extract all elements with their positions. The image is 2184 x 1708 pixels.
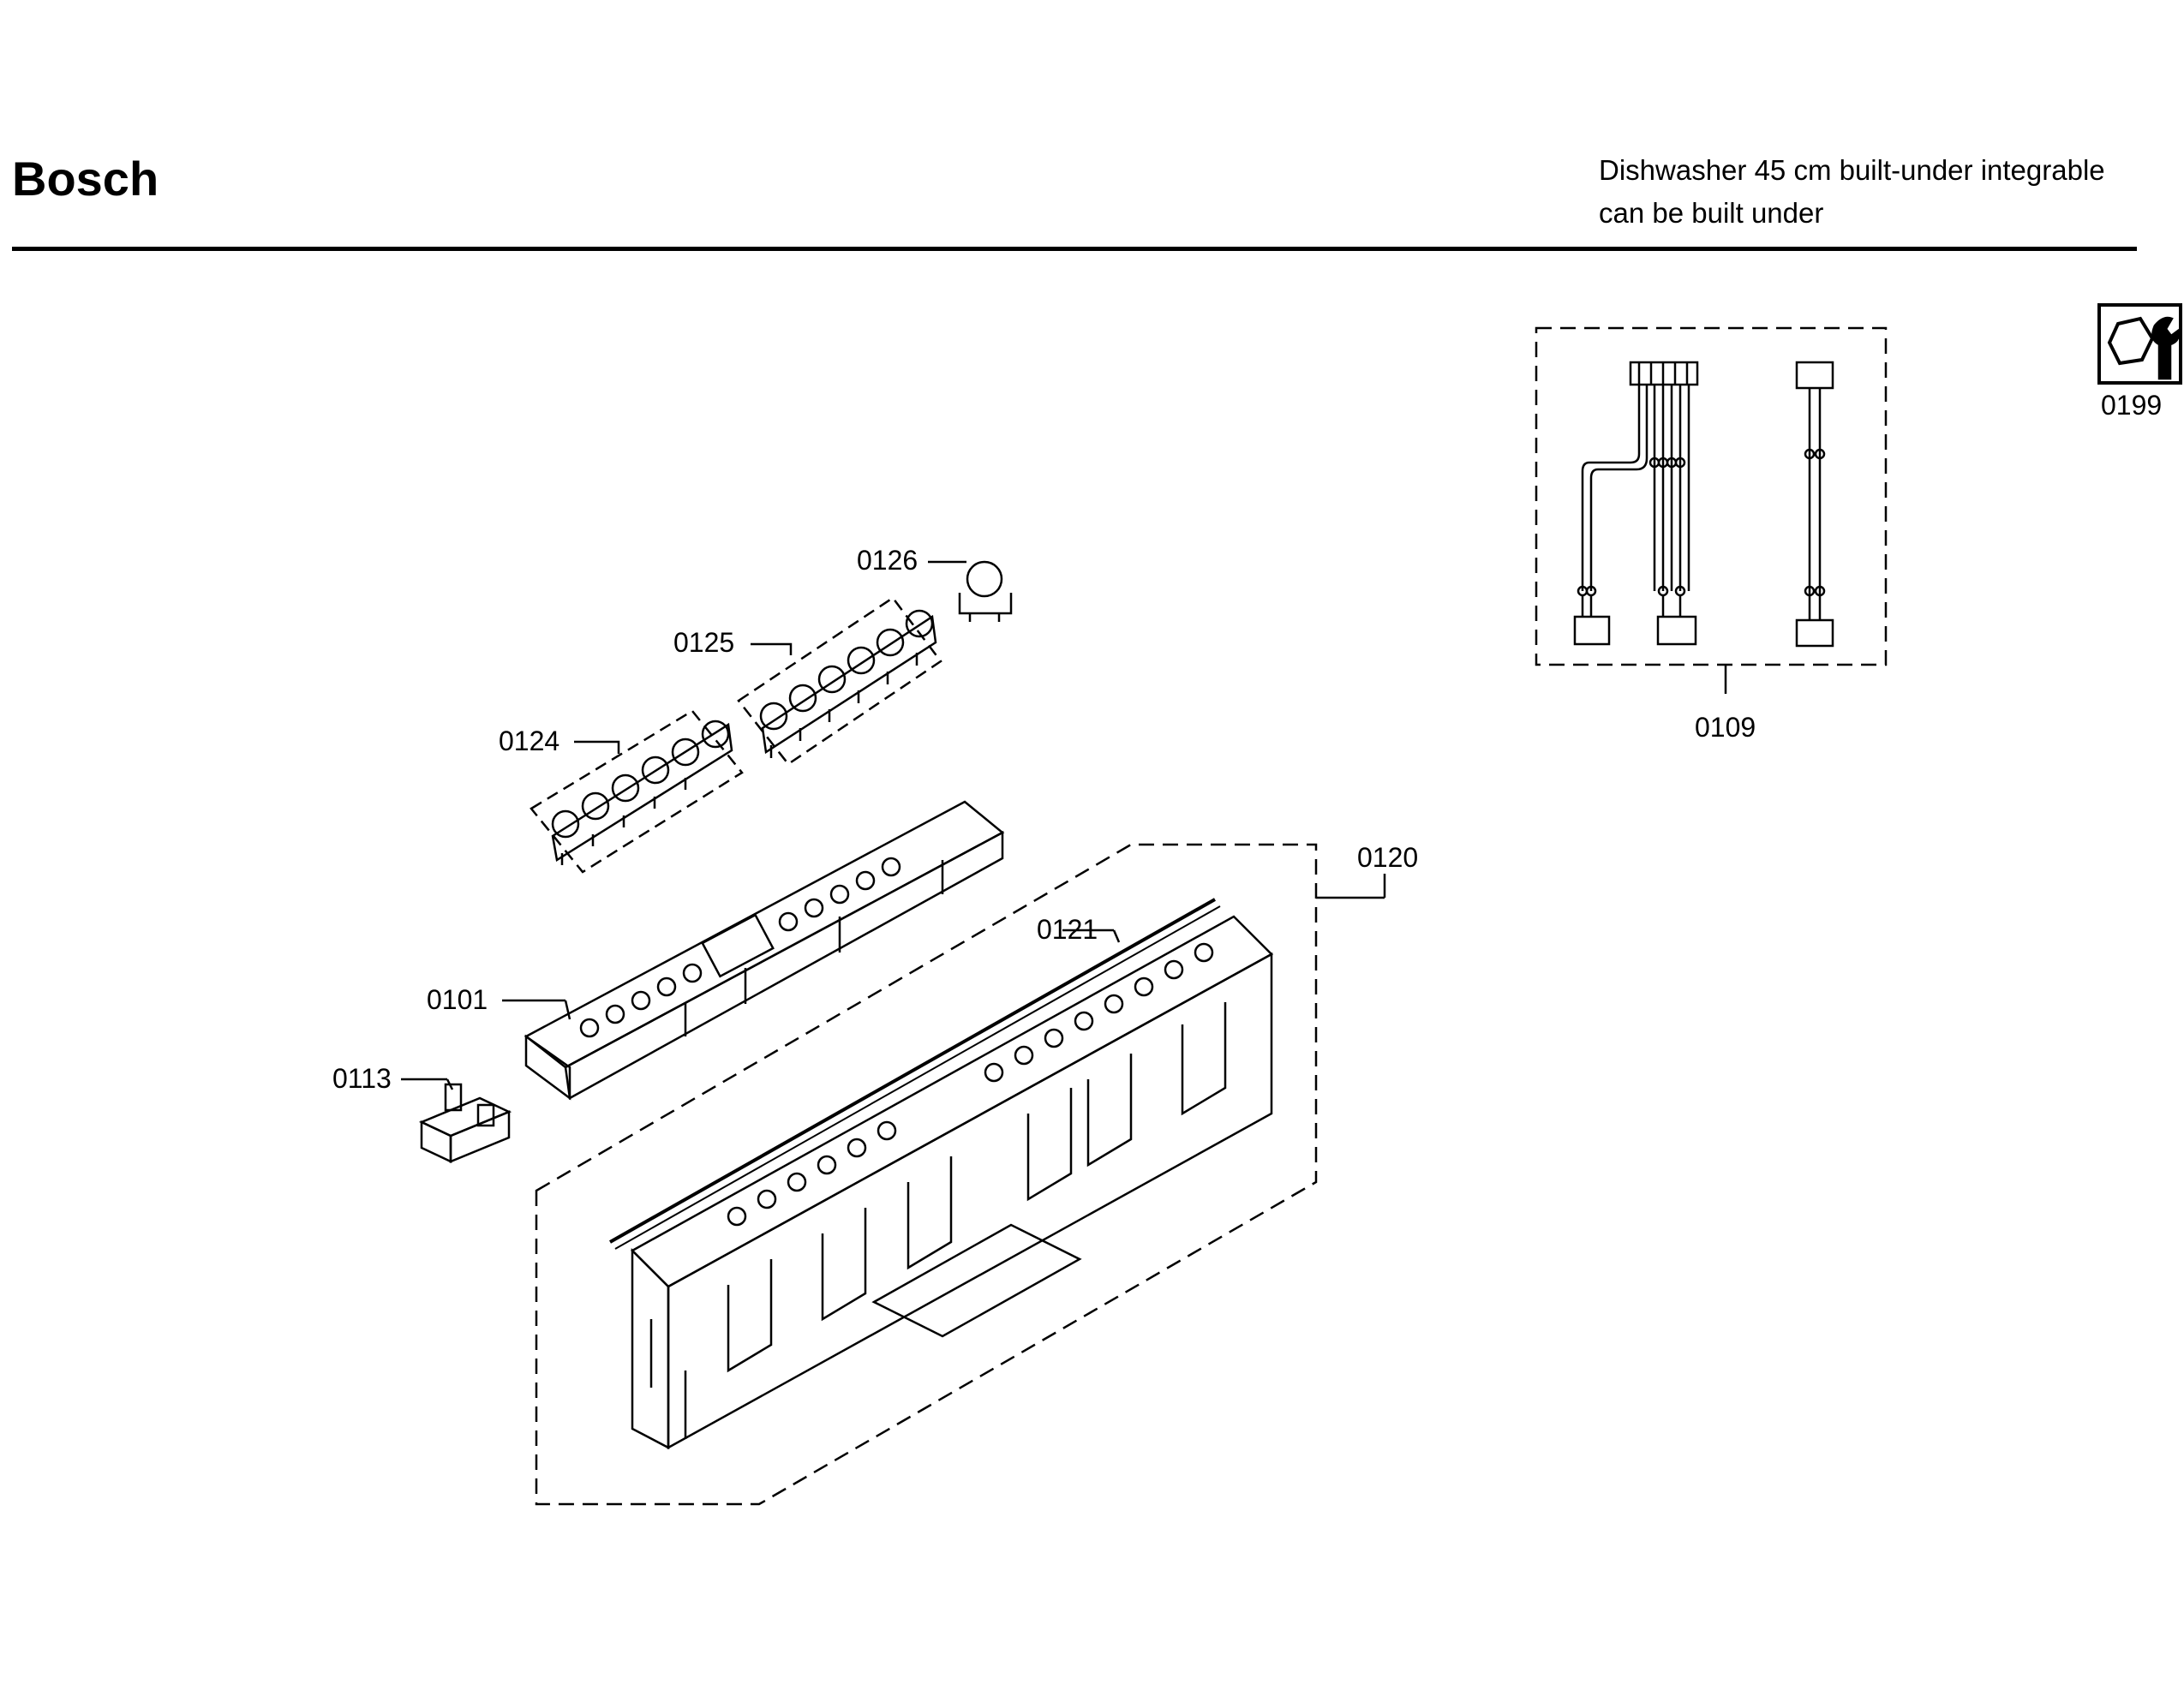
wrench-nut-icon [2097, 303, 2182, 385]
harness2-connector-bottom [1795, 618, 1834, 648]
model-description-line1: Dishwasher 45 cm built-under integrable [1599, 154, 2105, 186]
button-strip-five [530, 709, 744, 874]
harness-connector-bottom-mid [1656, 615, 1697, 646]
part-label-0124: 0124 [499, 726, 559, 756]
part-label-0121: 0121 [1037, 914, 1098, 945]
wiring-harness-group [1535, 326, 1888, 694]
part-label-0125: 0125 [673, 627, 734, 658]
button-single [928, 560, 1013, 622]
harness-connector-bottom-left [1573, 615, 1611, 646]
model-description-line2: can be built under [1599, 197, 1824, 229]
brand-title: Bosch [12, 152, 159, 206]
button-strip-six [737, 596, 942, 766]
harness2-connector-top [1795, 361, 1834, 390]
part-label-0126: 0126 [857, 545, 918, 576]
header-divider [12, 247, 2137, 251]
part-label-0101: 0101 [427, 984, 488, 1015]
control-panel-bar [502, 800, 1005, 1101]
part-label-0109: 0109 [1695, 712, 1756, 743]
part-label-0199: 0199 [2101, 390, 2162, 421]
part-label-0120: 0120 [1357, 842, 1418, 873]
harness-dashed-box [1535, 326, 1888, 666]
small-connector-block [401, 1078, 512, 1163]
main-control-housing [535, 843, 1386, 1506]
part-label-0113: 0113 [332, 1063, 392, 1094]
